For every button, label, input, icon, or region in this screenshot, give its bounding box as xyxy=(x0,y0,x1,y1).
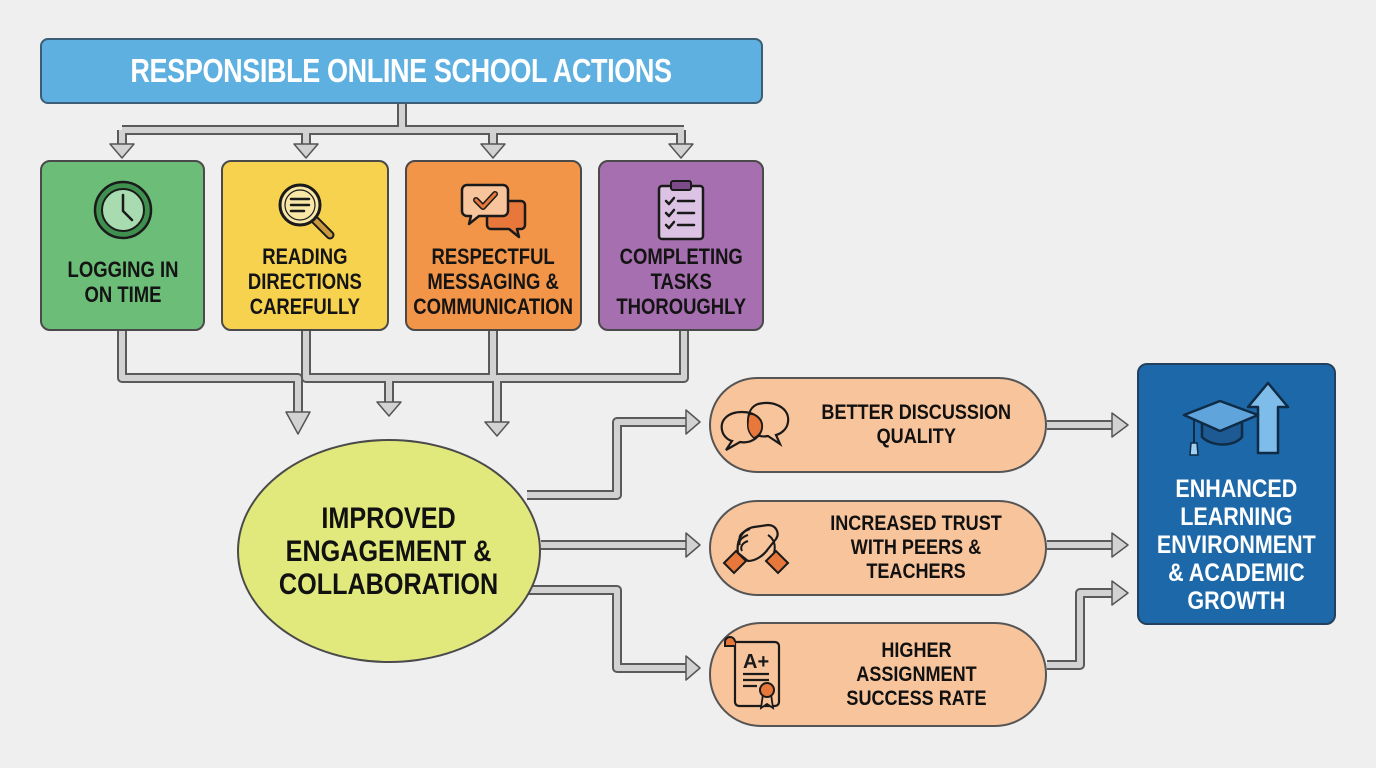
handshake-icon xyxy=(711,519,801,577)
outcome-higher-assignment-success: A+ HIGHER ASSIGNMENT SUCCESS RATE xyxy=(709,622,1047,727)
outcome-better-discussion-quality: BETTER DISCUSSION QUALITY xyxy=(709,377,1047,473)
svg-text:A+: A+ xyxy=(743,651,769,673)
diagram-title: RESPONSIBLE ONLINE SCHOOL ACTIONS xyxy=(40,38,763,104)
chat-check-icon xyxy=(459,178,529,242)
magnifier-document-icon xyxy=(274,178,336,242)
hub-improved-engagement: IMPROVED ENGAGEMENT & COLLABORATION xyxy=(237,439,541,663)
chat-bubbles-icon xyxy=(711,398,801,452)
clock-icon xyxy=(92,178,154,242)
graded-certificate-icon: A+ xyxy=(711,635,801,714)
final-enhanced-learning: ENHANCED LEARNING ENVIRONMENT & ACADEMIC… xyxy=(1137,363,1336,625)
clipboard-checklist-icon xyxy=(656,178,706,242)
action-reading-directions-carefully: READING DIRECTIONS CAREFULLY xyxy=(221,160,389,331)
action-completing-tasks: COMPLETING TASKS THOROUGHLY xyxy=(598,160,764,331)
action-logging-in-on-time: LOGGING IN ON TIME xyxy=(40,160,205,331)
graduation-cap-arrow-up-icon xyxy=(1182,375,1292,461)
action-respectful-messaging: RESPECTFUL MESSAGING & COMMUNICATION xyxy=(405,160,582,331)
outcome-increased-trust: INCREASED TRUST WITH PEERS & TEACHERS xyxy=(709,500,1047,596)
